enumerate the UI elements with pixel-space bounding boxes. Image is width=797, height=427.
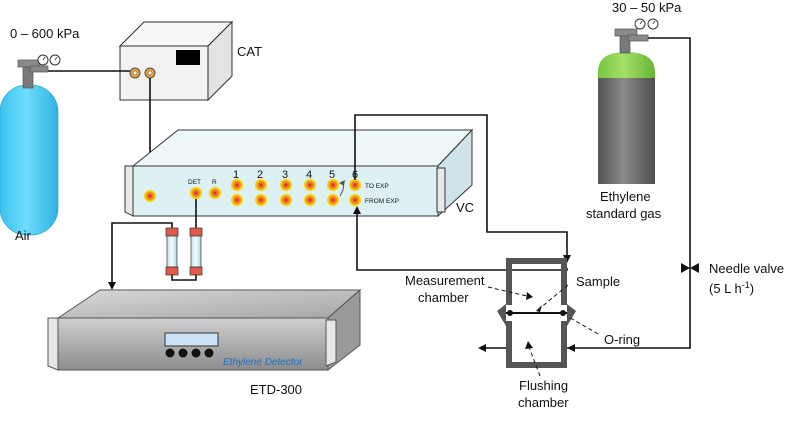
port-column-5: [327, 179, 339, 206]
ethylene-label-line2: standard gas: [586, 206, 662, 221]
ethylene-pressure-label: 30 – 50 kPa: [612, 0, 682, 15]
port-2-label: 2: [257, 169, 263, 181]
sample-label: Sample: [576, 274, 620, 289]
o-ring-left: [507, 310, 513, 316]
ethylene-label-line1: Ethylene: [600, 189, 651, 204]
r-port: [209, 187, 221, 199]
cat-input-port: [144, 190, 156, 202]
o-ring-right: [560, 310, 566, 316]
flushing-label-line2: chamber: [518, 395, 569, 410]
port-1-label: 1: [233, 169, 239, 181]
chamber: [497, 258, 576, 368]
vc-label: VC: [456, 200, 474, 215]
r-label: R: [212, 179, 217, 186]
port-3-label: 3: [282, 169, 288, 181]
port-column-3: [280, 179, 292, 206]
air-label: Air: [15, 228, 32, 243]
arrow-head: [567, 344, 575, 352]
det-port: [190, 187, 202, 199]
air-cylinder: [0, 54, 61, 236]
port-column-2: [255, 179, 267, 206]
ethylene-detector: [47, 288, 362, 372]
port-column-6: [349, 179, 361, 206]
filter-loop-pipe: [171, 275, 197, 281]
air-pressure-label: 0 – 600 kPa: [10, 26, 80, 41]
port-4-label: 4: [306, 169, 312, 181]
valve-controller: [124, 128, 474, 218]
arrow-head: [339, 180, 345, 186]
arrow-head: [525, 341, 533, 349]
cat-label: CAT: [237, 44, 262, 59]
vc-ports: [144, 179, 361, 206]
cat-unit: [118, 20, 234, 102]
to-exp-label: TO EXP: [365, 183, 389, 190]
port-column-1: [231, 179, 243, 206]
arrow-head: [478, 344, 486, 352]
needle-valve-label-line1: Needle valve: [709, 261, 784, 276]
filter-column-right: [189, 227, 203, 276]
arrow-head: [526, 292, 533, 300]
flushing-label-line1: Flushing: [519, 378, 568, 393]
arrow-head: [108, 282, 116, 290]
filter-to-detector-pipe: [111, 222, 173, 282]
needle-valve-label-line2: (5 L h-1): [709, 280, 754, 296]
to-exp-pipe: [354, 114, 568, 255]
ethylene-cylinder: [598, 18, 659, 184]
from-exp-label: FROM EXP: [365, 198, 399, 205]
needle-valve-icon: [681, 263, 699, 273]
detector-screen-label: Ethylene Detector: [223, 357, 303, 368]
filter-column-left: [165, 227, 179, 276]
ethylene-pipe: [567, 37, 691, 349]
arrow-head: [353, 206, 361, 214]
measurement-label-line1: Measurement: [405, 273, 485, 288]
arrow-head: [536, 305, 542, 312]
port-5-label: 5: [329, 169, 335, 181]
o-ring-leader: [566, 315, 599, 335]
sample-leader: [538, 284, 569, 310]
etd-label: ETD-300: [250, 382, 302, 397]
o-ring-label: O-ring: [604, 332, 640, 347]
port-column-4: [304, 179, 316, 206]
measurement-label-line2: chamber: [418, 290, 469, 305]
det-label: DET: [188, 179, 201, 186]
flushing-leader: [528, 346, 541, 377]
